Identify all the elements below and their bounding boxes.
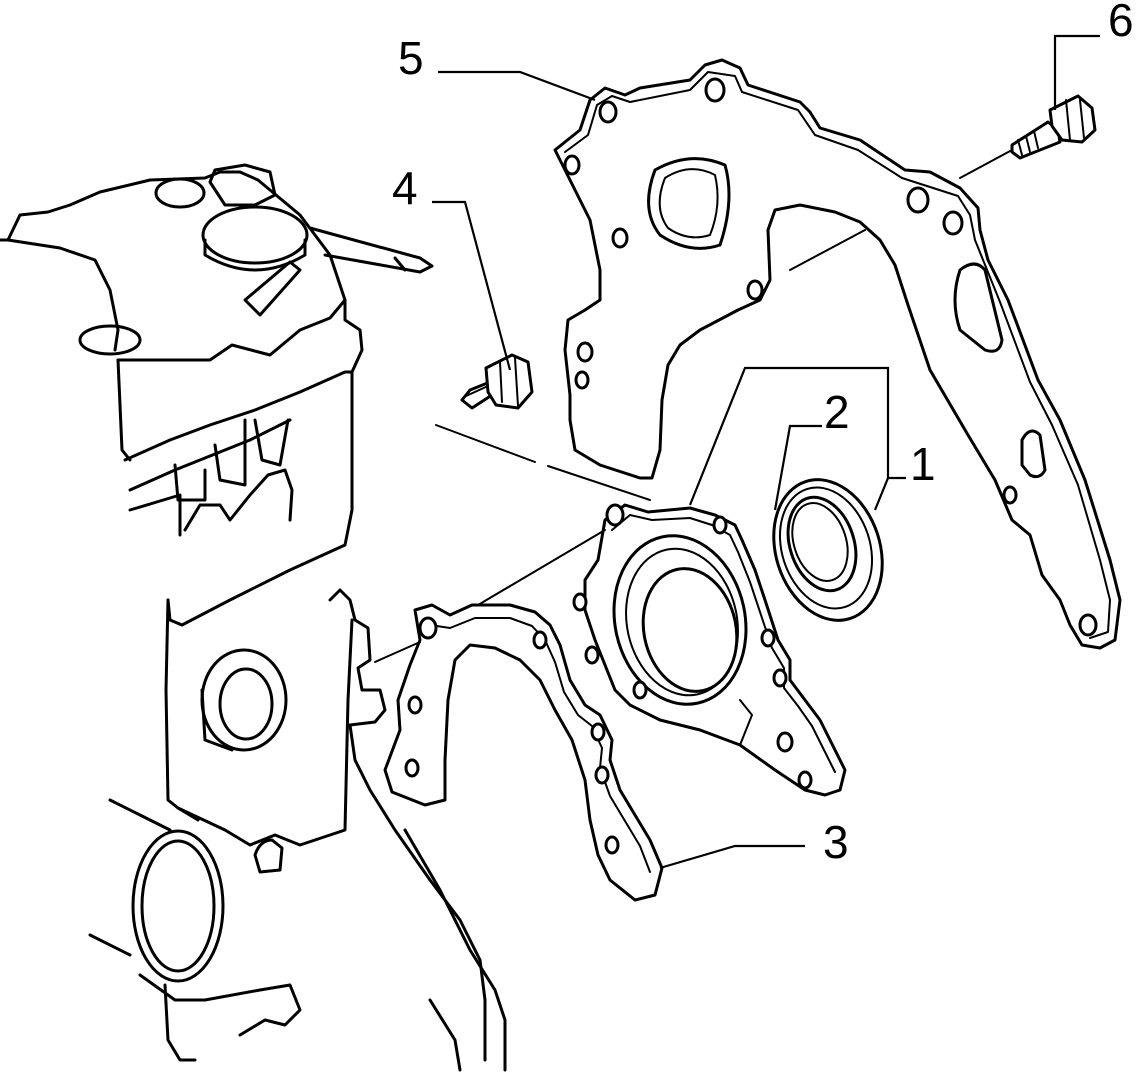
- part-1-seal-carrier: [572, 503, 847, 797]
- leader-4: [432, 200, 512, 371]
- part-3-gasket: [383, 603, 664, 902]
- callout-1: 1: [910, 438, 936, 490]
- callout-4: 4: [392, 162, 418, 214]
- leader-2: [773, 424, 822, 511]
- part-2-oil-seal: [772, 478, 884, 622]
- leader-5: [438, 70, 596, 102]
- engine-block: [0, 163, 507, 1072]
- leader-1: [688, 366, 890, 511]
- leader-3: [659, 844, 805, 870]
- callout-6: 6: [1108, 0, 1134, 46]
- callout-2: 2: [824, 386, 850, 438]
- leader-6: [1053, 34, 1100, 110]
- part-6-bolt: [1010, 94, 1097, 160]
- assembly-center-lines: [374, 149, 1013, 663]
- part-5-back-plate: [553, 58, 1122, 650]
- callout-leaders: [432, 34, 1100, 870]
- callout-5: 5: [398, 32, 424, 84]
- callout-3: 3: [823, 816, 849, 868]
- part-4-bolt: [460, 353, 534, 410]
- callout-labels: 5 6 4 2 1 3: [392, 0, 1134, 868]
